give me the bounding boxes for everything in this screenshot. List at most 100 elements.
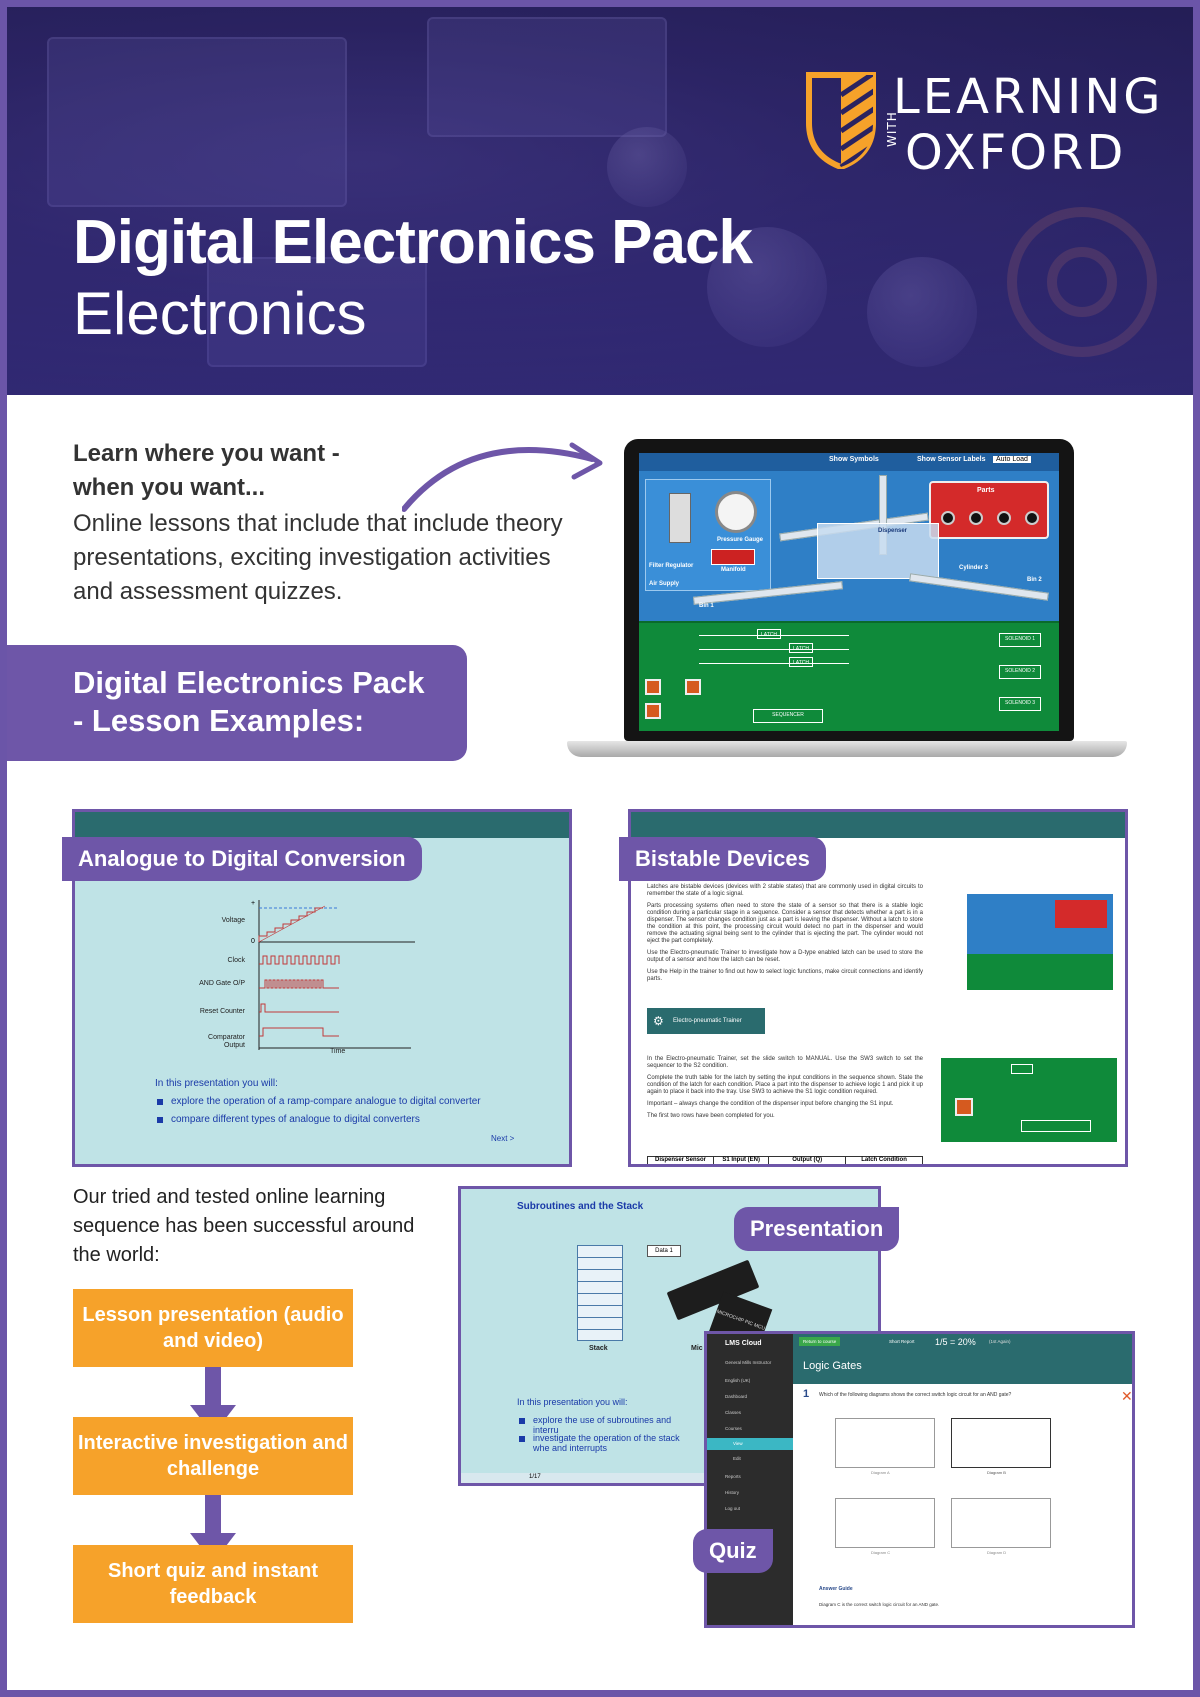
- latch-box[interactable]: LATCH: [757, 629, 781, 639]
- bistable-paragraph: In the Electro-pneumatic Trainer, set th…: [647, 1056, 923, 1069]
- sidebar-item-language[interactable]: English (UK): [725, 1378, 751, 1383]
- quiz-score: 1/5 = 20%: [935, 1337, 976, 1347]
- sidebar-user[interactable]: General Mills Instructor: [725, 1360, 772, 1365]
- switch-sw5[interactable]: [685, 679, 701, 695]
- part-button[interactable]: [997, 511, 1011, 525]
- sidebar-item-view-bg: [707, 1438, 793, 1450]
- sidebar-item-courses[interactable]: Courses: [725, 1426, 742, 1431]
- answer-text: Diagram C is the correct switch logic ci…: [819, 1602, 940, 1607]
- part-button[interactable]: [969, 511, 983, 525]
- question-text: Which of the following diagrams shows th…: [819, 1392, 1012, 1398]
- intro-heading-line1: Learn where you want -: [73, 440, 340, 467]
- sidebar-item-classes[interactable]: Classes: [725, 1410, 742, 1415]
- trainer-button-label: Electro-pneumatic Trainer: [673, 1018, 742, 1024]
- curved-arrow-icon: [402, 442, 603, 512]
- logic-board: LATCH LATCH LATCH SOLENOID 1 SOLENOID 2 …: [639, 621, 1059, 731]
- diagram-a[interactable]: [835, 1418, 935, 1468]
- lesson-banner-line1: Digital Electronics Pack: [73, 665, 425, 700]
- parts-panel-thumb: [1055, 900, 1107, 928]
- latch-box[interactable]: LATCH: [789, 643, 813, 653]
- oxford-shield-icon: [806, 72, 876, 169]
- electro-pneumatic-trainer-button[interactable]: ⚙ Electro-pneumatic Trainer: [647, 1008, 765, 1034]
- quiz-header: Logic Gates: [793, 1352, 1132, 1384]
- sidebar-item-dashboard[interactable]: Dashboard: [725, 1394, 748, 1399]
- parts-panel[interactable]: Parts: [929, 481, 1049, 539]
- player-controls[interactable]: 1/17: [461, 1473, 878, 1483]
- logic-board-thumb: [967, 954, 1113, 990]
- logo-with: WITH: [885, 111, 899, 147]
- step-short-quiz: Short quiz and instant feedback: [73, 1545, 353, 1623]
- hero-banner: LEARNING WITH OXFORD Digital Electronics…: [7, 7, 1193, 395]
- latch-thumb: [1011, 1064, 1033, 1074]
- clock-label: Clock: [227, 957, 245, 964]
- sidebar-item-history[interactable]: History: [725, 1490, 740, 1495]
- bin1-label: Bin 1: [699, 603, 714, 609]
- diagram-d-label: Diagram D: [987, 1550, 1007, 1555]
- truth-table-header: Dispenser Sensor S1 Input (EN) Output (Q…: [647, 1156, 923, 1164]
- bistable-paragraph: Important – always change the condition …: [647, 1101, 894, 1107]
- sidebar-item-edit[interactable]: Edit: [733, 1456, 741, 1461]
- bistable-paragraph: Parts processing systems often need to s…: [647, 903, 923, 944]
- presentation-intro: In this presentation you will:: [517, 1397, 628, 1407]
- bistable-text-block-2: In the Electro-pneumatic Trainer, set th…: [647, 1056, 923, 1125]
- diagram-c[interactable]: [835, 1498, 935, 1548]
- card-topbar: [631, 812, 1125, 838]
- diagram-b[interactable]: [951, 1418, 1051, 1468]
- laptop-base: [567, 741, 1127, 757]
- diagram-d[interactable]: [951, 1498, 1051, 1548]
- sidebar-item-reports[interactable]: Reports: [725, 1474, 741, 1479]
- solenoid3-box[interactable]: SOLENOID 3: [999, 697, 1041, 711]
- quiz-topbar: Return to course Short Report 1/5 = 20% …: [793, 1334, 1132, 1352]
- filter-regulator-icon: [669, 493, 691, 543]
- return-to-course-button[interactable]: Return to course: [799, 1337, 841, 1346]
- bistable-paragraph: Use the Electro-pneumatic Trainer to inv…: [647, 950, 923, 963]
- auto-load-select[interactable]: Auto Load: [993, 456, 1031, 463]
- sensor-popup[interactable]: Dispenser: [817, 523, 939, 579]
- gear-icon: ⚙: [653, 1014, 664, 1028]
- lms-brand: LMS Cloud: [725, 1340, 762, 1347]
- stack-label: Stack: [589, 1345, 608, 1352]
- quiz-card: LMS Cloud General Mills Instructor Engli…: [704, 1331, 1135, 1628]
- bistable-tag: Bistable Devices: [619, 837, 826, 881]
- sidebar-item-logout[interactable]: Log out: [725, 1506, 741, 1511]
- solenoid1-box[interactable]: SOLENOID 1: [999, 633, 1041, 647]
- presentation-intro: In this presentation you will:: [155, 1078, 278, 1089]
- adc-bullet: explore the operation of a ramp-compare …: [157, 1096, 481, 1107]
- table-header: Latch Condition: [861, 1157, 907, 1163]
- table-header: Output (Q): [769, 1157, 847, 1164]
- board-wire: [699, 649, 849, 650]
- part-button[interactable]: [941, 511, 955, 525]
- manifold-label: Manifold: [721, 567, 746, 573]
- show-symbols-label[interactable]: Show Symbols: [829, 456, 879, 463]
- bistable-text-block-1: Latches are bistable devices (devices wi…: [647, 884, 923, 988]
- sidebar-item-view[interactable]: View: [733, 1441, 743, 1446]
- stack-visual: [577, 1245, 623, 1341]
- bistable-paragraph: Complete the truth table for the latch b…: [647, 1075, 923, 1095]
- mic-label: Mic: [691, 1345, 703, 1352]
- adc-bullet: compare different types of analogue to d…: [157, 1114, 420, 1125]
- show-sensor-labels[interactable]: Show Sensor Labels: [917, 456, 986, 463]
- switch-sw1[interactable]: [645, 679, 661, 695]
- diagram-b-label: Diagram B: [987, 1470, 1006, 1475]
- switch-thumb: [955, 1098, 973, 1116]
- cylinder3-label: Cylinder 3: [959, 565, 989, 571]
- latch-box[interactable]: LATCH: [789, 657, 813, 667]
- sequencer-box[interactable]: SEQUENCER: [753, 709, 823, 723]
- bistable-paragraph: The first two rows have been completed f…: [647, 1113, 775, 1119]
- switch-sw2[interactable]: [645, 703, 661, 719]
- reset-counter-label: Reset Counter: [199, 1008, 245, 1015]
- short-report-link[interactable]: Short Report: [889, 1339, 915, 1344]
- step-interactive-investigation: Interactive investigation and challenge: [73, 1417, 353, 1495]
- page-counter: 1/17: [529, 1474, 541, 1480]
- next-link[interactable]: Next >: [491, 1134, 515, 1143]
- quiz-tag: Quiz: [693, 1529, 773, 1573]
- adc-timing-diagram: [258, 900, 415, 1050]
- simulator-screen: Show Symbols Show Sensor Labels Auto Loa…: [639, 453, 1059, 731]
- pressure-gauge-label: Pressure Gauge: [717, 537, 764, 543]
- part-button[interactable]: [1025, 511, 1039, 525]
- diagram-c-label: Diagram C: [871, 1550, 891, 1555]
- solenoid2-box[interactable]: SOLENOID 2: [999, 665, 1041, 679]
- question-number: 1: [803, 1388, 810, 1400]
- manifold-icon: [711, 549, 755, 565]
- page-subtitle: Electronics: [73, 280, 367, 347]
